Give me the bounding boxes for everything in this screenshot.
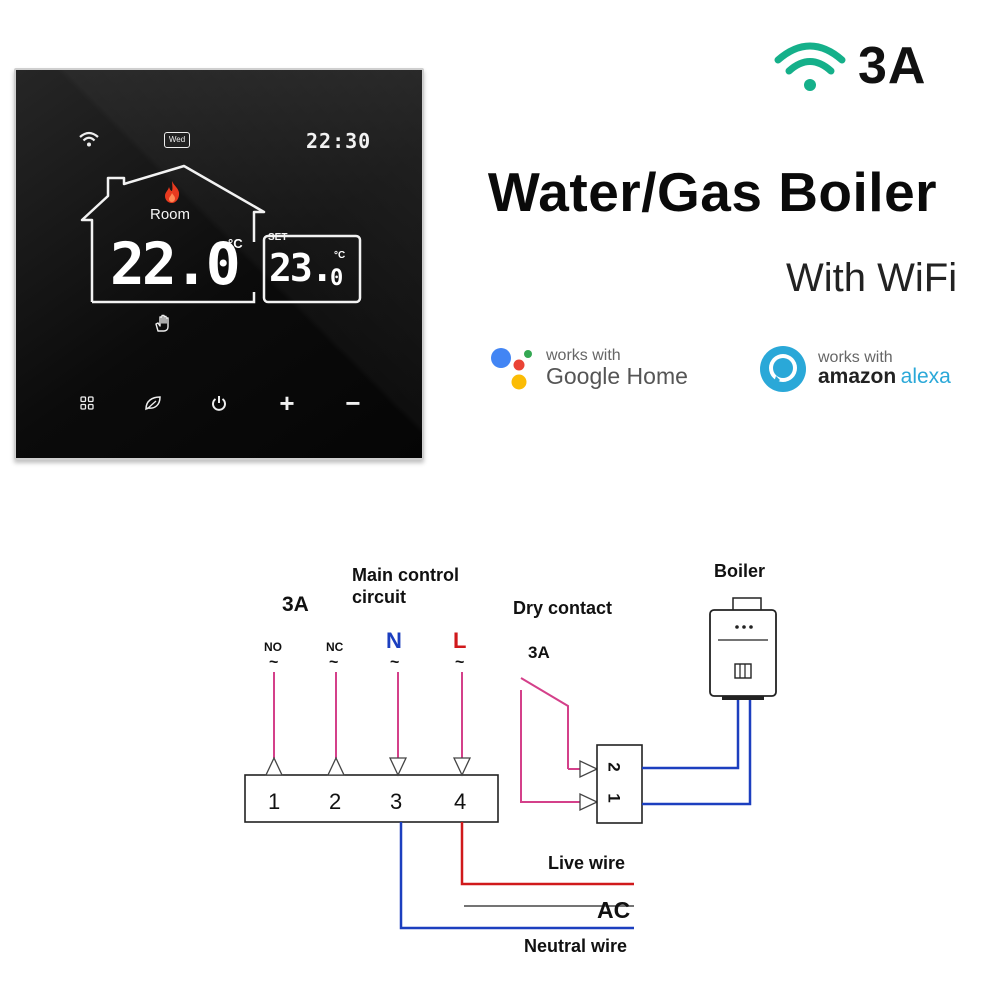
alexa-badge: works with amazon alexa [758,344,951,394]
thermostat-device: Wed 22:30 Room 22.0 °C SET 23. 0 °C [14,68,424,460]
relay-arrow-2 [579,759,599,779]
boiler-icon [709,597,777,700]
tilde-4: ~ [455,654,465,671]
input-nc-label: NC [326,640,344,654]
google-home-badge: works with Google Home [488,344,688,392]
room-temperature-unit: °C [228,236,243,251]
minus-button[interactable]: − [345,388,361,418]
plus-button[interactable]: + [279,388,295,418]
google-brand: Google Home [546,363,688,390]
menu-button[interactable] [72,388,102,418]
set-label: SET [268,232,288,243]
neutral-wire-label: Neutral wire [524,936,628,956]
grid-icon [80,396,94,410]
boiler-link-2 [642,698,740,770]
tilde-3: ~ [390,654,400,671]
boiler-link-1 [642,698,752,806]
rating-badge: 3A [774,36,926,96]
wifi-icon [774,42,846,91]
circuit-rating-label: 3A [282,593,309,616]
relay-contact-arm [520,677,569,769]
alexa-icon [760,346,806,392]
set-temperature-unit: °C [334,250,346,261]
google-works-with: works with [546,346,621,364]
relay-terminal-block [596,744,643,824]
relay-arrow-1 [579,792,599,812]
input-l-label: L [453,628,467,653]
alexa-brand: alexa [900,365,951,389]
power-button[interactable] [204,388,234,418]
leaf-icon [145,396,161,411]
power-icon [212,396,226,411]
terminal-1-label: 1 [268,789,281,814]
room-label: Room [150,206,191,223]
arrow-terminal-2 [326,756,346,776]
arrow-terminal-3 [388,757,408,777]
product-title: Water/Gas Boiler [487,161,938,223]
input-no-label: NO [264,640,282,654]
main-control-line-2: circuit [352,587,407,607]
input-n-label: N [386,628,402,653]
relay-common-wire [520,690,580,803]
relay-terminal-2-label: 2 [604,762,624,772]
clock-display: 22:30 [306,129,372,153]
terminal-3-label: 3 [390,789,403,814]
terminal-4-label: 4 [454,789,467,814]
set-temperature-decimal: 0 [330,266,344,291]
arrow-terminal-4 [452,757,472,777]
ac-label: AC [597,897,631,923]
tilde-1: ~ [269,654,279,671]
manual-hand-icon [153,313,173,338]
mode-button[interactable] [138,388,168,418]
boiler-label: Boiler [714,561,766,581]
main-control-line-1: Main control [352,565,459,585]
terminal-2-label: 2 [329,789,342,814]
rating-text: 3A [858,37,927,95]
dry-contact-label: Dry contact [513,598,613,618]
set-temperature: 23. [269,246,334,290]
tilde-2: ~ [329,654,339,671]
relay-rating-label: 3A [528,643,550,662]
main-control-label: Main control circuit [352,564,459,608]
day-indicator: Wed [164,132,190,148]
amazon-brand: amazon [818,365,897,389]
room-temperature: 22.0 [110,230,241,298]
google-assistant-icon [491,348,532,390]
live-wire-label: Live wire [548,853,626,873]
house-outline-icon [80,164,362,304]
alexa-works-with: works with [818,348,893,366]
flame-icon [162,180,182,209]
wifi-icon [78,130,100,153]
arrow-terminal-1 [264,756,284,776]
relay-terminal-1-label: 1 [604,793,624,803]
product-subtitle: With WiFi [786,256,958,300]
